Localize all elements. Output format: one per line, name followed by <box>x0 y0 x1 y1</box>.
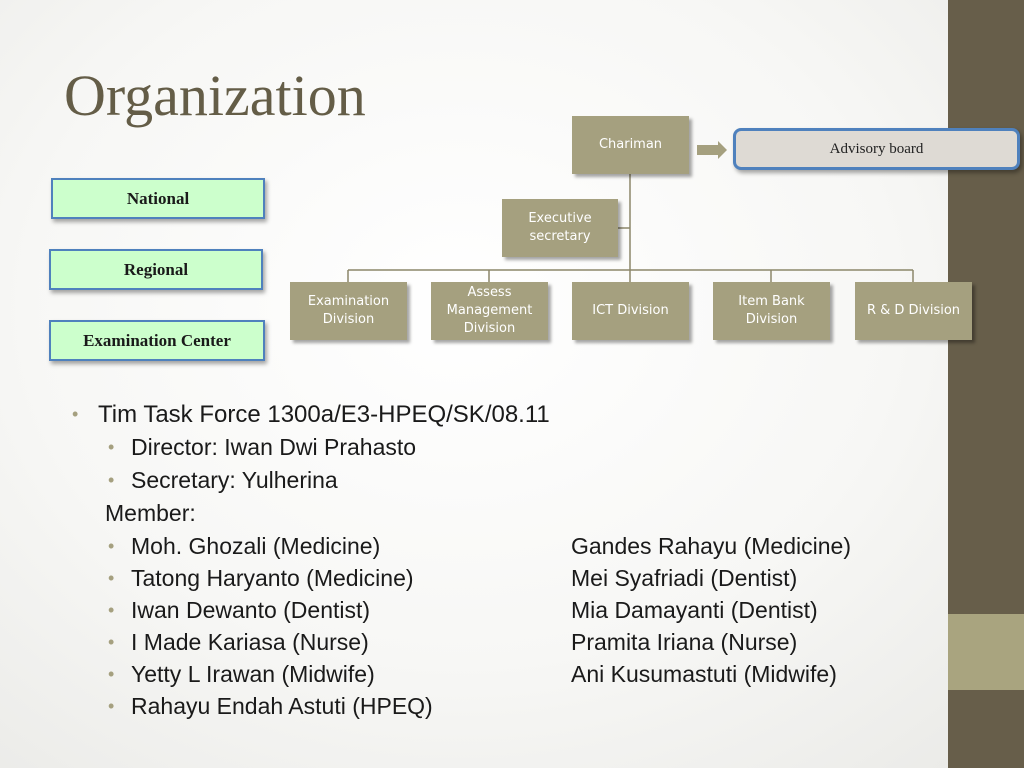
examination-division-box: Examination Division <box>290 282 407 340</box>
chairman-box: Chariman <box>572 116 689 174</box>
assess-management-division-box: Assess Management Division <box>431 282 548 340</box>
slide-title: Organization <box>64 63 366 128</box>
ict-division-box: ICT Division <box>572 282 689 340</box>
decorative-side-bar-accent <box>948 614 1024 690</box>
level-national: National <box>51 178 265 219</box>
executive-secretary-box: Executive secretary <box>502 199 618 257</box>
rd-division-box: R & D Division <box>855 282 972 340</box>
advisory-arrow-icon <box>697 141 727 159</box>
advisory-board-box: Advisory board <box>733 128 1020 170</box>
level-examination-center: Examination Center <box>49 320 265 361</box>
level-regional: Regional <box>49 249 263 290</box>
item-bank-division-box: Item Bank Division <box>713 282 830 340</box>
